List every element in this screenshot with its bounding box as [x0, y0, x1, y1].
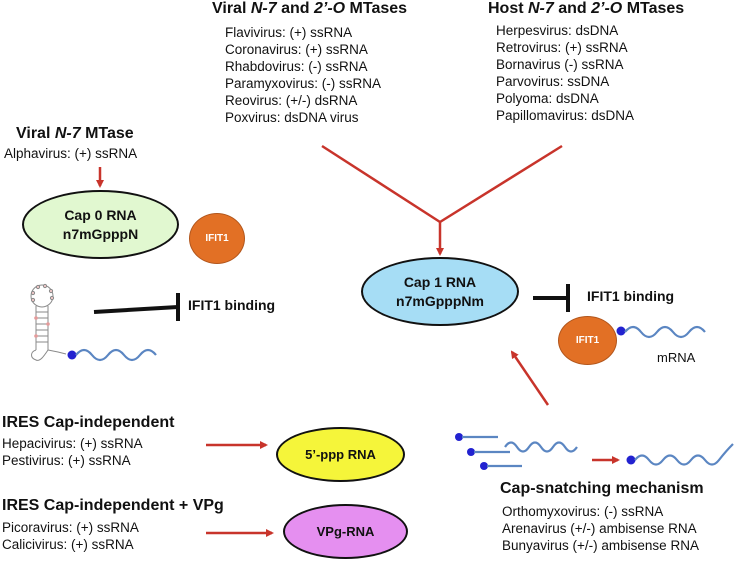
- title-n7: N-7: [54, 125, 81, 142]
- ifit1-protein-left: IFIT1: [189, 213, 245, 264]
- cap0-line1: Cap 0 RNA: [64, 206, 137, 223]
- list-item: Parvovirus: ssDNA: [496, 74, 610, 89]
- ires-title: IRES Cap-independent: [2, 414, 175, 431]
- cap-snatching-title: Cap-snatching mechanism: [500, 480, 704, 497]
- host-n7-2o-title: Host N-7 and 2’-O MTases: [488, 0, 684, 18]
- title-part: MTase: [80, 125, 134, 142]
- cap1-rna-node: Cap 1 RNA n7mGpppNm: [361, 257, 519, 326]
- title-part: Viral: [16, 125, 55, 142]
- arrow-host-to-merge: [439, 144, 563, 224]
- alphavirus-label: Alphavirus: (+) ssRNA: [4, 146, 138, 161]
- list-item: Papillomavirus: dsDNA: [496, 108, 635, 123]
- host-n7-2o-list: Herpesvirus: dsDNA Retrovirus: (+) ssRNA…: [496, 22, 634, 124]
- host-mrna-fragments: [455, 433, 578, 470]
- viral-n7-2o-list: Flavivirus: (+) ssRNA Coronavirus: (+) s…: [225, 24, 381, 126]
- stem-loop-rna-structure: [30, 283, 67, 361]
- inhibit-symbol-left: [93, 293, 180, 321]
- list-item: Calicivirus: (+) ssRNA: [2, 537, 134, 552]
- mrna-strand-right: [616, 325, 706, 339]
- list-item: Orthomyxovirus: (-) ssRNA: [502, 504, 664, 519]
- cap0-rna-node: Cap 0 RNA n7mGpppN: [22, 190, 179, 259]
- list-item: Bunyavirus (+/-) ambisense RNA: [502, 538, 699, 553]
- cap0-line2: n7mGpppN: [62, 225, 139, 242]
- ires-vpg-list: Picoravirus: (+) ssRNA Calicivirus: (+) …: [2, 519, 139, 553]
- title-part: Viral: [212, 0, 251, 17]
- list-item: Bornavirus (-) ssRNA: [496, 57, 624, 72]
- viral-n7-title: Viral N-7 MTase: [16, 125, 134, 143]
- arrow-viral-to-merge: [321, 144, 441, 224]
- ires-vpg-title: IRES Cap-independent + VPg: [2, 497, 224, 514]
- title-part: MTases: [622, 0, 685, 17]
- title-part: MTases: [345, 0, 408, 17]
- title-part: and: [553, 0, 592, 17]
- list-item: Herpesvirus: dsDNA: [496, 23, 619, 38]
- list-item: Poxvirus: dsDNA virus: [225, 110, 359, 125]
- snatched-capped-rna: [626, 443, 734, 466]
- list-item: Coronavirus: (+) ssRNA: [225, 42, 368, 57]
- title-part: and: [276, 0, 314, 17]
- cap-snatching-list: Orthomyxovirus: (-) ssRNA Arenavirus (+/…: [502, 503, 699, 554]
- title-n7: N-7: [250, 0, 277, 17]
- arrow-snatching-to-cap1: [510, 350, 550, 406]
- title-n7: N-7: [528, 0, 554, 17]
- title-2o: 2’-O: [313, 0, 346, 17]
- ifit1-binding-right-label: IFIT1 binding: [587, 288, 675, 304]
- list-item: Flavivirus: (+) ssRNA: [225, 25, 353, 40]
- list-item: Polyoma: dsDNA: [496, 91, 599, 106]
- capped-rna-left: [67, 348, 157, 362]
- ifit1-protein-right: IFIT1: [558, 316, 617, 365]
- inhibit-symbol-right: [533, 284, 570, 312]
- ppp-rna-node: 5’-ppp RNA: [276, 427, 405, 482]
- ifit1-binding-left-label: IFIT1 binding: [188, 297, 276, 313]
- title-2o: 2’-O: [591, 0, 623, 17]
- list-item: Arenavirus (+/-) ambisense RNA: [502, 521, 697, 536]
- list-item: Picoravirus: (+) ssRNA: [2, 520, 139, 535]
- list-item: Paramyxovirus: (-) ssRNA: [225, 76, 382, 91]
- cap1-line1: Cap 1 RNA: [403, 273, 477, 290]
- list-item: Retrovirus: (+) ssRNA: [496, 40, 628, 55]
- list-item: Hepacivirus: (+) ssRNA: [2, 436, 143, 451]
- viral-n7-2o-title: Viral N-7 and 2’-O MTases: [212, 0, 407, 18]
- mrna-label: mRNA: [657, 350, 696, 365]
- title-part: Host: [488, 0, 528, 17]
- list-item: Pestivirus: (+) ssRNA: [2, 453, 131, 468]
- ires-list: Hepacivirus: (+) ssRNA Pestivirus: (+) s…: [2, 435, 143, 469]
- vpg-rna-node: VPg-RNA: [283, 504, 408, 559]
- list-item: Reovirus: (+/-) dsRNA: [225, 93, 358, 108]
- list-item: Rhabdovirus: (-) ssRNA: [225, 59, 368, 74]
- cap1-line2: n7mGpppNm: [396, 292, 484, 309]
